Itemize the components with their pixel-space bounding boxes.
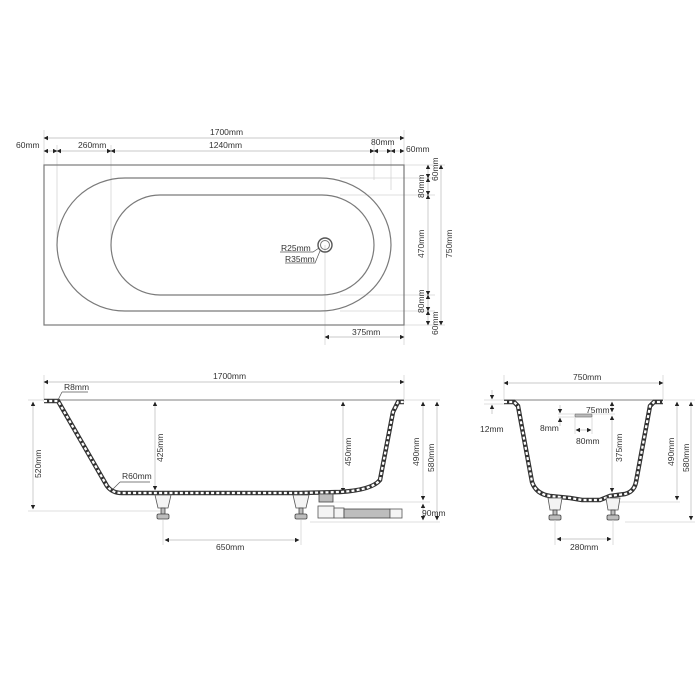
tub-inner-basin (110, 194, 375, 296)
top-overall-width-label: 750mm (444, 230, 454, 258)
end-height-to-base-label: 490mm (666, 438, 676, 466)
end-overflow-offset-label: 75mm (586, 405, 610, 415)
end-section-view: 750mm 12mm 8mm 75mm 80mm 375mm 490mm 580… (480, 372, 695, 552)
end-overall-width-label: 750mm (573, 372, 601, 382)
side-section-view: 1700mm R8mm R60mm 520mm 425mm 450mm 490m… (28, 371, 446, 552)
tub-outer-bowl (56, 177, 392, 312)
top-rounded-end-label: 260mm (78, 140, 106, 150)
drain-siphon (317, 493, 403, 519)
end-rim-thickness-label: 12mm (480, 424, 504, 434)
side-depth-left-label: 425mm (155, 434, 165, 462)
top-drain-offset-label: 375mm (352, 327, 380, 337)
top-drain-r35-label: R35mm (285, 254, 315, 264)
drain-inner-icon (320, 240, 330, 250)
side-bottom-radius-label: R60mm (122, 471, 152, 481)
top-view: 1700mm 60mm 260mm 1240mm 80mm 60mm R25mm… (16, 127, 454, 345)
drain-outer-icon (317, 237, 333, 253)
side-overall-length-label: 1700mm (213, 371, 246, 381)
end-overflow-height-label: 8mm (540, 423, 559, 433)
side-foot-clearance-label: 90mm (422, 508, 446, 518)
side-feet-spacing-label: 650mm (216, 542, 244, 552)
top-top-rim-label: 60mm (430, 157, 440, 181)
tub-outer-rim (43, 164, 405, 326)
top-drain-r25-label: R25mm (281, 243, 311, 253)
top-right-step-label: 80mm (371, 137, 395, 147)
overflow-slot (574, 413, 593, 418)
end-feet-spacing-label: 280mm (570, 542, 598, 552)
side-height-to-base-label: 490mm (411, 438, 421, 466)
side-depth-right-label: 450mm (343, 438, 353, 466)
end-depth-label: 375mm (614, 434, 624, 462)
top-top-step-label: 80mm (416, 174, 426, 198)
side-foot-left (154, 494, 172, 520)
end-overflow-width-label: 80mm (576, 436, 600, 446)
side-left-height-label: 520mm (33, 450, 43, 478)
top-right-rim-label: 60mm (406, 144, 430, 154)
side-total-height-label: 580mm (426, 444, 436, 472)
end-total-height-label: 580mm (681, 444, 691, 472)
end-foot-right (605, 497, 621, 521)
side-foot-right (292, 494, 310, 520)
top-bottom-rim-label: 60mm (430, 311, 440, 335)
top-overall-length-label: 1700mm (210, 127, 243, 137)
top-straight-length-label: 1240mm (209, 140, 242, 150)
end-foot-left (547, 497, 563, 521)
top-left-rim-label: 60mm (16, 140, 40, 150)
top-inner-width-label: 470mm (416, 230, 426, 258)
side-rim-radius-label: R8mm (64, 382, 89, 392)
top-bottom-step-label: 80mm (416, 289, 426, 313)
